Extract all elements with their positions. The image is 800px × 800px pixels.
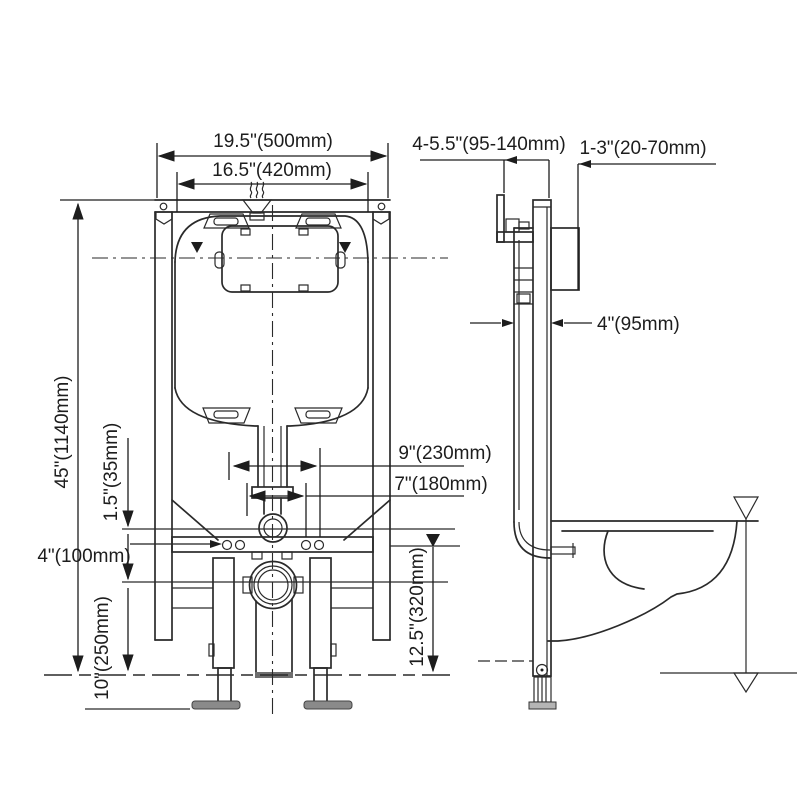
left-brace bbox=[171, 499, 219, 541]
side-foot bbox=[528, 663, 557, 710]
flush-plate-box bbox=[550, 227, 580, 291]
side-frame-rail bbox=[532, 199, 552, 677]
corner-bracket-left bbox=[155, 202, 173, 225]
dim-label-wall-thickness-range: 4-5.5"(95-140mm) bbox=[412, 134, 566, 155]
water-level-mark-right bbox=[339, 242, 351, 253]
side-view bbox=[478, 194, 797, 710]
dim-label-finish-gap-range: 1-3"(20-70mm) bbox=[579, 138, 706, 159]
dim-label-inlet-height: 4"(100mm) bbox=[37, 546, 130, 567]
dim-label-frame-depth: 4"(95mm) bbox=[597, 314, 680, 335]
bowl-profile bbox=[547, 520, 759, 642]
cistern-tank bbox=[174, 213, 369, 427]
dim-label-drain-offset-narrow: 7"(180mm) bbox=[394, 474, 487, 495]
front-view bbox=[44, 181, 460, 714]
dim-label-width-outer: 19.5"(500mm) bbox=[213, 131, 333, 152]
corner-bracket-right bbox=[372, 202, 390, 225]
wall-bracket bbox=[496, 194, 534, 243]
dim-label-leg-adjust: 10"(250mm) bbox=[92, 596, 113, 700]
side-tank-profile bbox=[513, 227, 551, 559]
dim-label-drain-offset-wide: 9"(230mm) bbox=[398, 443, 491, 464]
water-inlet-icon bbox=[241, 181, 273, 221]
dim-label-height-overall: 45"(1140mm) bbox=[52, 375, 73, 488]
dim-label-offset-small: 1.5"(35mm) bbox=[101, 423, 122, 522]
dim-label-width-inner: 16.5"(420mm) bbox=[212, 160, 332, 181]
right-brace bbox=[343, 499, 391, 541]
dimensions: 19.5"(500mm) 16.5"(420mm) 45"(1140mm) 1.… bbox=[37, 131, 716, 700]
datum-markers bbox=[478, 496, 797, 694]
access-panel bbox=[214, 225, 346, 293]
legs-and-feet bbox=[172, 557, 373, 710]
dim-label-outlet-height: 12.5"(320mm) bbox=[407, 547, 428, 667]
water-level-mark-left bbox=[191, 242, 203, 253]
